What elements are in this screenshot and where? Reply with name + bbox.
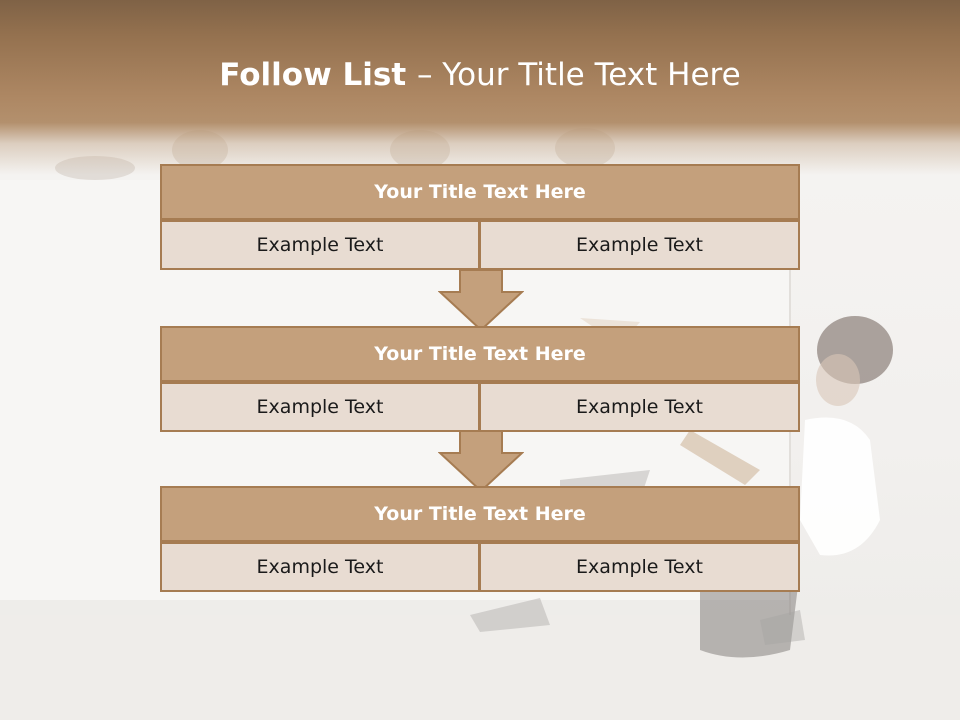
block-cell-right[interactable]: Example Text xyxy=(480,220,800,270)
title-rest: – Your Title Text Here xyxy=(416,57,741,93)
slide-title: Follow List – Your Title Text Here xyxy=(0,52,960,98)
block-cell-right[interactable]: Example Text xyxy=(480,542,800,592)
block-cell-left[interactable]: Example Text xyxy=(160,542,480,592)
block-cell-right[interactable]: Example Text xyxy=(480,382,800,432)
down-arrow-icon xyxy=(438,270,524,332)
block-heading[interactable]: Your Title Text Here xyxy=(160,486,800,542)
block-heading[interactable]: Your Title Text Here xyxy=(160,326,800,382)
title-bold: Follow List xyxy=(219,57,417,93)
block-heading[interactable]: Your Title Text Here xyxy=(160,164,800,220)
down-arrow-icon xyxy=(438,431,524,493)
block-cell-left[interactable]: Example Text xyxy=(160,382,480,432)
block-cell-left[interactable]: Example Text xyxy=(160,220,480,270)
header-band xyxy=(0,0,960,175)
